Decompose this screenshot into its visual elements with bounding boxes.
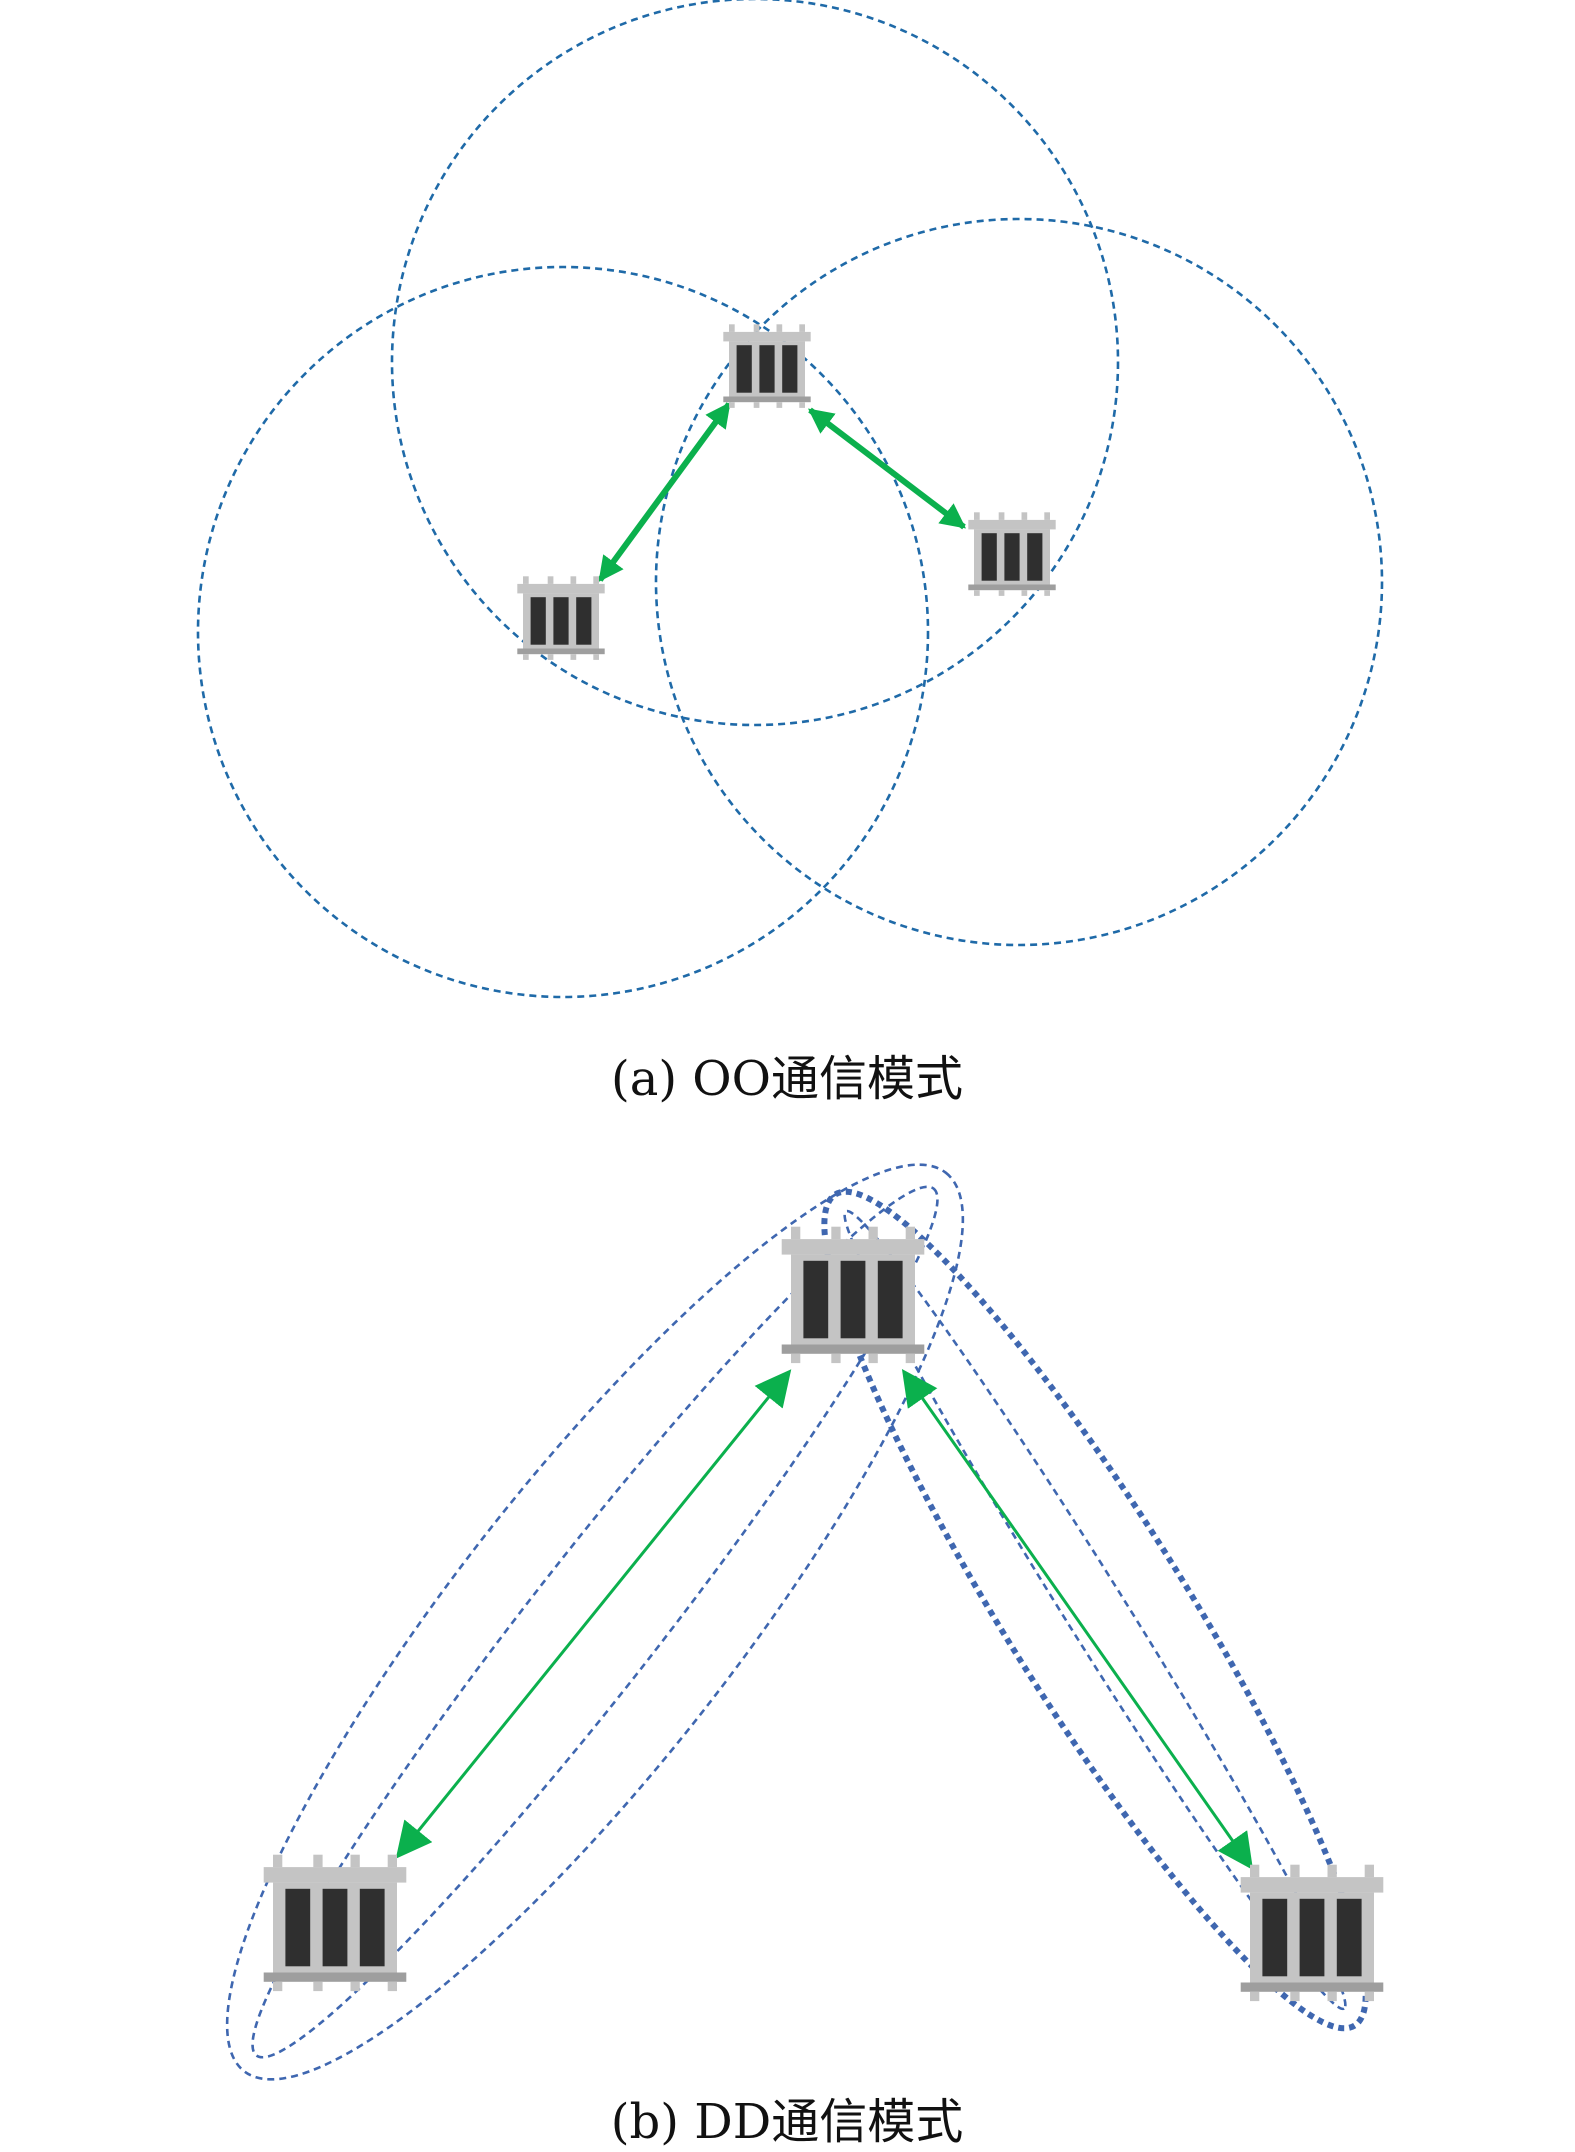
coverage-circle-top [390, 0, 1120, 727]
oo-links [597, 401, 967, 583]
dd-link-left [395, 1369, 792, 1859]
oo-panel [196, 0, 1384, 999]
dd-panel [225, 1163, 1384, 2081]
oo-link-left [597, 401, 732, 583]
ground-station-icon [968, 512, 1056, 596]
ground-station-icon [517, 576, 605, 660]
coverage-circle-left [196, 265, 930, 999]
ground-station-icon [781, 1226, 925, 1364]
coverage-circle-right [654, 217, 1384, 947]
caption-dd: (b) DD通信模式 [611, 2094, 963, 2150]
ground-station-icon [1240, 1864, 1384, 2002]
dd-link-right [901, 1369, 1254, 1870]
coverage-circles [196, 0, 1384, 999]
dd-links [395, 1369, 1254, 1870]
ground-station-icon [263, 1854, 407, 1992]
caption-oo: (a) OO通信模式 [611, 1051, 963, 1107]
ground-station-icon [723, 324, 811, 408]
oo-link-right [807, 407, 967, 530]
